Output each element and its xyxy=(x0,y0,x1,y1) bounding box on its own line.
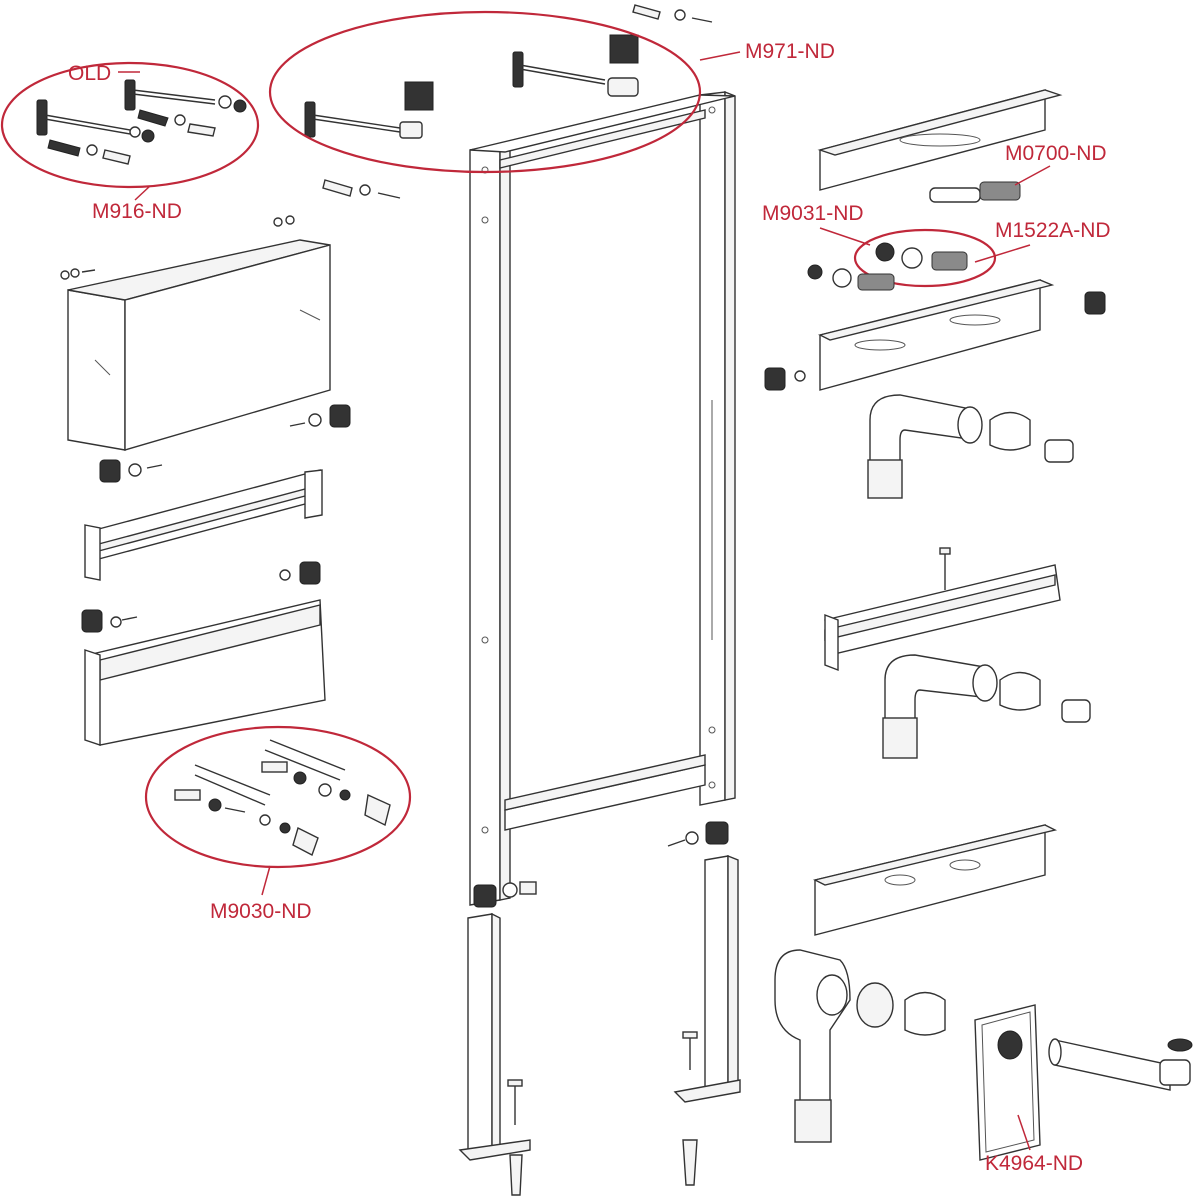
k4964-leader xyxy=(1017,1114,1031,1151)
right-upper-plate xyxy=(817,89,1063,191)
drain-pipe xyxy=(1048,1038,1193,1091)
m0700-label: M0700-ND xyxy=(1005,142,1107,165)
left-rail-upper xyxy=(84,469,323,581)
leg-adjuster-right xyxy=(667,821,729,847)
m916-label: M916-ND xyxy=(92,200,182,223)
old-label: OLD xyxy=(68,62,111,85)
m9031-highlight-ring xyxy=(853,228,997,288)
m9030-highlight-ring xyxy=(144,725,412,869)
elbow-pipe-lower xyxy=(882,654,1091,759)
m9030-kit xyxy=(174,739,391,856)
m971-label: M971-ND xyxy=(745,40,835,63)
leg-adjuster-left xyxy=(473,881,537,908)
m0700-pipe xyxy=(929,181,1021,203)
m1522a-label: M1522A-ND xyxy=(995,219,1111,242)
right-lower-plate xyxy=(812,824,1058,936)
m1522a-leader xyxy=(974,244,1031,263)
m971-highlight-ring xyxy=(268,10,702,174)
k4964-plate xyxy=(974,1004,1041,1161)
left-leg xyxy=(458,912,531,1161)
k4964-label: K4964-ND xyxy=(985,1152,1083,1175)
m971-leader xyxy=(699,51,741,61)
m916-highlight-ring xyxy=(0,61,260,189)
left-adjusters xyxy=(81,404,351,633)
floor-screws xyxy=(507,1031,698,1196)
m916-leader xyxy=(134,185,151,201)
m9031-kit xyxy=(875,242,968,271)
m916-bolt-kit xyxy=(36,79,247,165)
loose-fittings xyxy=(807,264,895,291)
left-bracket-box xyxy=(60,215,331,451)
m9031-label: M9031-ND xyxy=(762,202,864,225)
left-rail-lower xyxy=(84,599,326,746)
m9030-leader xyxy=(261,865,271,896)
m971-bolt-kit xyxy=(304,4,713,199)
m9031-leader xyxy=(819,227,871,246)
main-frame xyxy=(469,90,736,906)
siphon-assembly xyxy=(774,949,946,1143)
m9030-label: M9030-ND xyxy=(210,900,312,923)
right-leg xyxy=(673,854,741,1103)
right-middle-plate xyxy=(764,279,1106,391)
m0700-leader xyxy=(1014,165,1051,186)
elbow-pipe-upper xyxy=(867,394,1074,499)
right-rail xyxy=(824,547,1061,672)
